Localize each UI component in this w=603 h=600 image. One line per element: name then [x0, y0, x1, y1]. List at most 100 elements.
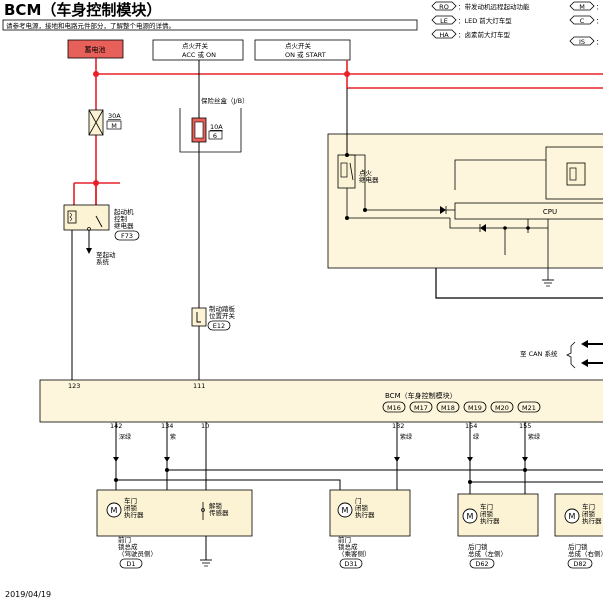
legend-hex-le [431, 15, 457, 25]
fl-sensor-l2: 传感器 [209, 508, 229, 517]
jb-amp: 10A [210, 123, 223, 131]
fl-name-l1: 前门 [118, 535, 131, 544]
jb-num: 6 [213, 132, 217, 140]
wire-134-color: 紫 [170, 433, 176, 441]
fr-name-l1: 前门 [338, 535, 351, 544]
brake-switch-l1: 制动踏板 [209, 304, 236, 313]
legend-code-ro: RO [439, 3, 449, 11]
starter-relay-l1: 起动机 [114, 207, 134, 216]
wire-155-color: 紫绿 [528, 433, 540, 441]
motor-icon [337, 502, 353, 518]
motor-m: M [342, 506, 349, 515]
legend-text-ro: ：带发动机远程起动功能 [458, 2, 530, 11]
relay-coil [67, 210, 77, 224]
motor-m: M [569, 512, 576, 521]
footer-date: 2019/04/19 [5, 590, 51, 599]
fr-act-l3: 执行器 [355, 510, 375, 519]
relay-contact [95, 215, 103, 228]
ignition-start-box [254, 39, 351, 61]
junction-dot [93, 71, 99, 77]
rr-name-l1: 后门锁 [568, 542, 588, 551]
ignition-acc-box [152, 39, 244, 61]
fr-act-l2: 闭锁 [355, 503, 369, 512]
pin-111: 111 [193, 382, 205, 390]
jb-box [179, 108, 242, 153]
legend-code-c: C [580, 17, 585, 25]
motor-icon [564, 508, 580, 524]
connector-d31 [339, 558, 363, 569]
bcm-connector: M16 [387, 404, 401, 412]
legend-text-m: ： [596, 3, 603, 11]
legend-text-c: ： [596, 17, 603, 25]
starter-relay-l3: 继电器 [114, 221, 134, 230]
starter-relay-l2: 控制 [114, 214, 128, 223]
fr-name-l3: （乘客侧） [338, 549, 371, 558]
fr-name-l2: 锁总成 [338, 542, 358, 551]
legend-hex-ha [431, 29, 457, 39]
fl-name-l3: （驾驶员侧） [118, 549, 157, 558]
junction-dot [93, 180, 99, 186]
legend-code-is: IS [579, 38, 585, 46]
pin-132: 132 [392, 422, 404, 430]
rl-conn: D62 [475, 560, 488, 568]
bcm-connector: M19 [468, 404, 482, 412]
ignition-start-label1: 点火开关 [285, 41, 312, 50]
fuse30-amp: 30A [108, 112, 121, 120]
ignition-start-label2: ON 或 START [285, 50, 326, 59]
page-title: BCM（车身控制模块） [4, 1, 161, 19]
brake-switch-box [191, 307, 207, 327]
connector-d1 [119, 558, 143, 569]
fuse30-loc-box [106, 120, 122, 130]
legend-text-ha: ：卤素前大灯车型 [458, 30, 511, 39]
can-label: 至 CAN 系统 [520, 349, 558, 358]
motor-icon [106, 502, 122, 518]
front-lock-driver-box [96, 489, 253, 537]
connector-d82 [567, 558, 593, 569]
brake-switch-l2: 位置开关 [209, 311, 236, 320]
ign-relay-l2: 继电器 [359, 175, 379, 184]
motor-m: M [111, 506, 118, 515]
fl-name-l2: 锁总成 [118, 542, 138, 551]
legend-hex-m [569, 1, 595, 11]
to-starter-l1: 至起动 [96, 251, 116, 259]
junction-dot [344, 71, 350, 77]
cpu-label: CPU [543, 208, 557, 216]
bcm-connector: M20 [495, 404, 509, 412]
rr-act-l2: 闭锁 [582, 509, 596, 518]
rr-act-l3: 执行器 [582, 516, 602, 525]
rl-act-l3: 执行器 [480, 516, 500, 525]
jb-label: 保险丝盒（J/B） [201, 96, 249, 105]
connector-e12 [207, 320, 231, 331]
rr-conn: D82 [573, 560, 586, 568]
ignition-acc-label2: ACC 或 ON [182, 50, 216, 59]
motor-icon [462, 508, 478, 524]
rl-act-l2: 闭锁 [480, 509, 494, 518]
bcm-connectors: M16 M17 M18 M19 M20 M21 [382, 401, 541, 413]
pin-154: 154 [465, 422, 477, 430]
ign-relay-block [327, 133, 603, 269]
battery-label: 蓄电池 [85, 45, 106, 54]
motor-m: M [467, 512, 474, 521]
fl-act-l2: 闭锁 [124, 503, 138, 512]
fl-act-l3: 执行器 [124, 510, 144, 519]
diode [440, 206, 446, 214]
legend-code-m: M [579, 3, 585, 11]
cpu-box [454, 202, 603, 220]
bcm-connector: M21 [522, 404, 536, 412]
wire-154-color: 绿 [473, 433, 479, 441]
legend-hex-ro [431, 1, 457, 11]
bcm-connector: M17 [414, 404, 428, 412]
rr-act-l1: 车门 [582, 502, 595, 511]
legend-code-le: LE [440, 17, 448, 25]
connector-f73 [114, 230, 140, 241]
legend-hex-c [569, 15, 595, 25]
brake-switch-conn: E12 [213, 322, 225, 330]
rl-name-l2: 总成（左侧） [468, 549, 507, 558]
legend-hex-is [569, 36, 595, 46]
ignition-acc-label1: 点火开关 [182, 41, 209, 50]
legend: RO ：带发动机远程起动功能 LE ：LED 前大灯车型 HA ：卤素前大灯车型… [431, 1, 603, 46]
legend-code-ha: HA [439, 31, 449, 39]
fr-act-l1: 门 [355, 496, 362, 505]
connector-d62 [469, 558, 495, 569]
